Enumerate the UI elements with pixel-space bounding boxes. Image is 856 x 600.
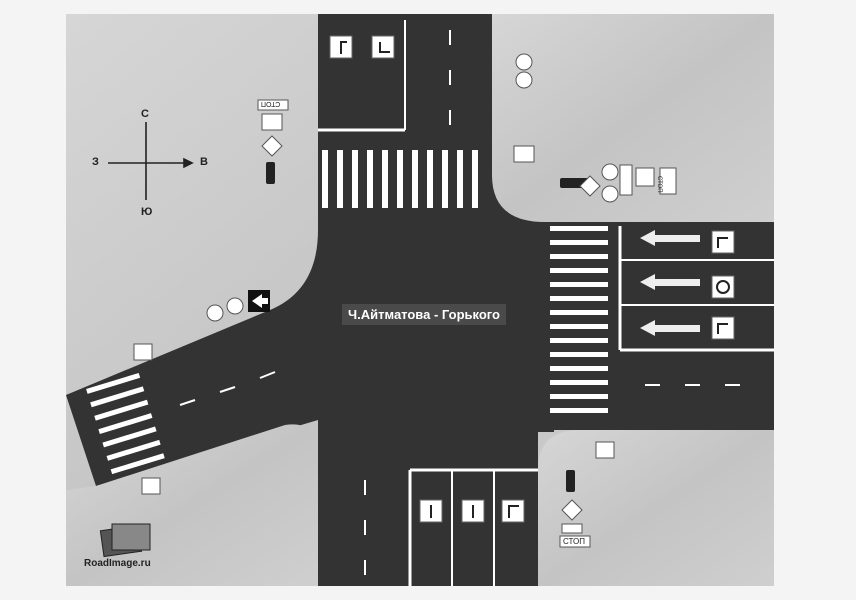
curb-ne bbox=[492, 14, 774, 222]
compass-north-label: С bbox=[141, 108, 149, 120]
sign-cluster-west bbox=[133, 290, 270, 495]
sign-cluster-ne bbox=[513, 53, 677, 203]
lane-sign-north-left bbox=[329, 35, 353, 59]
compass-south-label: Ю bbox=[141, 206, 153, 218]
crosswalk-east bbox=[550, 226, 608, 413]
roadimage-logo-icon bbox=[99, 523, 151, 558]
lane-direction-sign-east bbox=[711, 230, 735, 340]
arrow-marking-east-1 bbox=[640, 230, 700, 246]
roadimage-watermark: RoadImage.ru bbox=[84, 558, 151, 569]
crosswalk-west bbox=[86, 372, 165, 475]
stop-sign-ne-text: СТОП bbox=[656, 176, 662, 193]
crosswalk-north bbox=[322, 150, 478, 208]
sign-cluster-nw bbox=[257, 99, 289, 184]
stop-sign-nw-text: СТОП bbox=[261, 100, 281, 107]
curb-se bbox=[538, 430, 774, 586]
lane-markings bbox=[179, 20, 774, 586]
arrow-marking-east-3 bbox=[640, 320, 700, 336]
compass-rose-icon bbox=[108, 122, 194, 200]
intersection-label: Ч.Айтматова - Горького bbox=[342, 304, 506, 325]
sign-cluster-se bbox=[559, 441, 615, 548]
arrow-marking-east-2 bbox=[640, 274, 700, 290]
lane-sign-south bbox=[419, 499, 525, 523]
compass-west-label: З bbox=[92, 156, 99, 168]
lane-sign-north-right bbox=[371, 35, 395, 59]
compass-east-label: В bbox=[200, 156, 208, 168]
stop-sign-se-text: СТОП bbox=[563, 537, 586, 546]
